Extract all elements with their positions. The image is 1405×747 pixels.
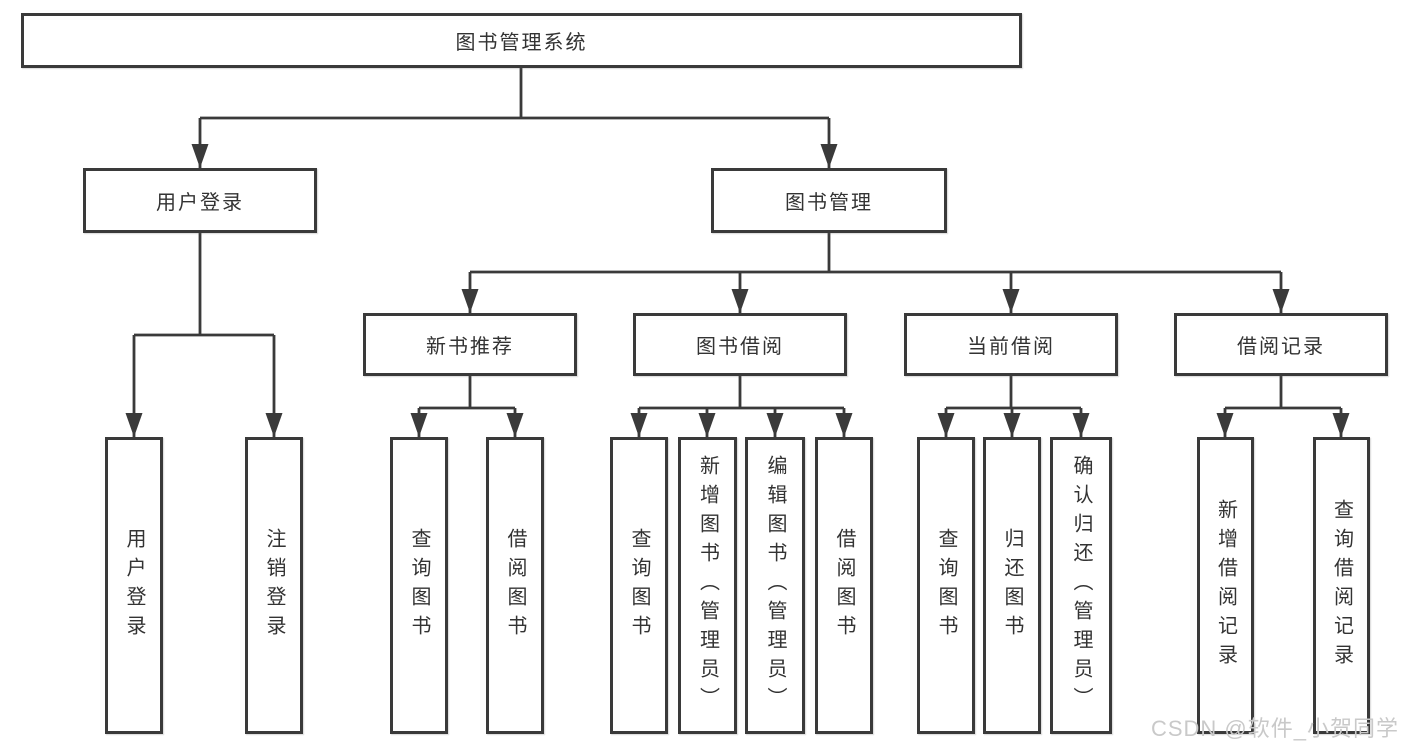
csdn-watermark: CSDN @软件_小贺同学 xyxy=(1150,716,1399,741)
connector-root-trunk xyxy=(198,68,831,168)
node-label: 图书借阅 xyxy=(696,336,784,358)
node-new-book-recommend: 新书推荐 xyxy=(363,313,577,376)
connector-borrow-records xyxy=(1223,376,1343,437)
leaf-label: 查询图书 xyxy=(628,527,650,644)
leaf-borrow-books: 借阅图书 xyxy=(815,437,873,734)
node-library-management-system: 图书管理系统 xyxy=(21,13,1022,68)
node-label: 当前借阅 xyxy=(967,336,1055,358)
leaf-query-borrow-record: 查询借阅记录 xyxy=(1313,437,1370,734)
leaf-edit-books-admin: 编辑图书（管理员） xyxy=(745,437,805,734)
connector-book-management xyxy=(468,232,1283,313)
leaf-add-books-admin: 新增图书（管理员） xyxy=(678,437,737,734)
leaf-label: 查询借阅记录 xyxy=(1330,498,1353,673)
leaf-label: 归还图书 xyxy=(1001,527,1023,644)
connector-book-borrowing xyxy=(637,376,846,437)
node-label: 借阅记录 xyxy=(1237,336,1325,358)
leaf-query-books-borrowing: 查询图书 xyxy=(610,437,668,734)
leaf-logout: 注销登录 xyxy=(245,437,303,734)
leaf-label: 编辑图书（管理员） xyxy=(764,455,786,716)
leaf-query-books-current: 查询图书 xyxy=(917,437,975,734)
leaf-query-books-recommend: 查询图书 xyxy=(390,437,448,734)
node-label: 新书推荐 xyxy=(426,336,514,358)
leaf-label: 新增图书（管理员） xyxy=(696,455,719,716)
node-label: 图书管理系统 xyxy=(455,32,588,54)
node-current-borrowing: 当前借阅 xyxy=(904,313,1118,376)
node-user-login: 用户登录 xyxy=(83,168,317,233)
leaf-label: 用户登录 xyxy=(123,527,145,644)
node-book-borrowing: 图书借阅 xyxy=(633,313,847,376)
leaf-return-books: 归还图书 xyxy=(983,437,1041,734)
node-label: 图书管理 xyxy=(785,192,873,214)
leaf-borrow-books-recommend: 借阅图书 xyxy=(486,437,544,734)
leaf-label: 借阅图书 xyxy=(504,527,526,644)
leaf-label: 查询图书 xyxy=(408,527,430,644)
arrowheads xyxy=(125,144,1350,437)
leaf-user-login: 用户登录 xyxy=(105,437,163,734)
leaf-add-borrow-record: 新增借阅记录 xyxy=(1197,437,1254,734)
leaf-label: 注销登录 xyxy=(263,527,285,644)
leaf-label: 新增借阅记录 xyxy=(1214,498,1237,673)
leaf-label: 查询图书 xyxy=(935,527,957,644)
connector-user-login xyxy=(132,232,276,437)
node-borrow-records: 借阅记录 xyxy=(1174,313,1388,376)
leaf-confirm-return-admin: 确认归还（管理员） xyxy=(1050,437,1112,734)
leaf-label: 确认归还（管理员） xyxy=(1070,455,1092,716)
connector-new-book-recommend xyxy=(417,376,517,437)
node-label: 用户登录 xyxy=(156,192,244,214)
leaf-label: 借阅图书 xyxy=(833,527,855,644)
node-book-management: 图书管理 xyxy=(711,168,947,233)
